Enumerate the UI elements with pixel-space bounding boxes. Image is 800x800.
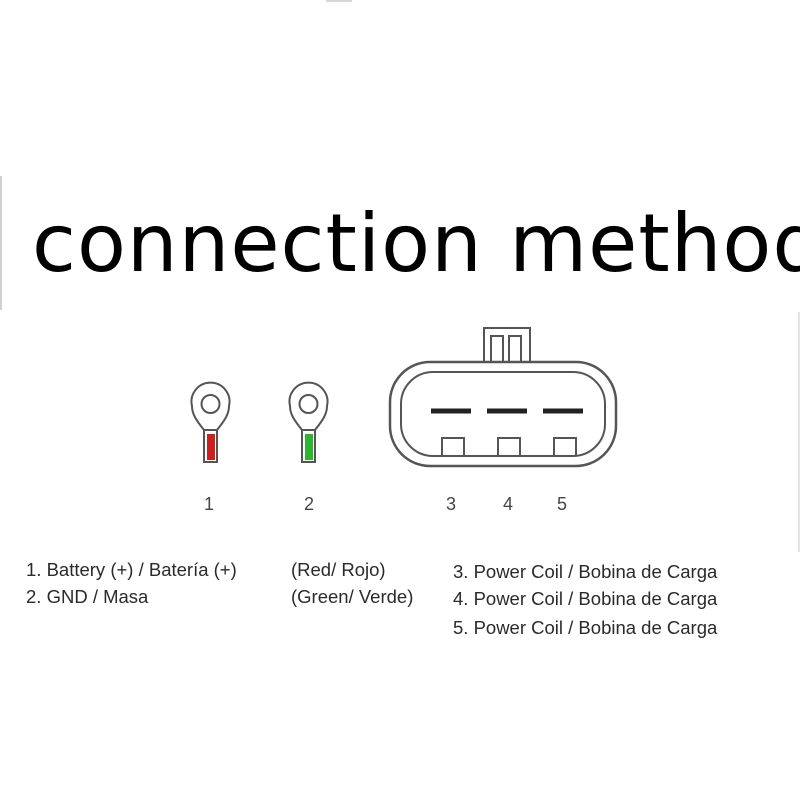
terminal-2-number: 2: [304, 494, 314, 514]
top-edge-mark: [326, 0, 352, 2]
pin-5-number: 5: [557, 494, 567, 514]
wiring-diagram: 1 2 3 4 5: [190, 327, 618, 514]
pin-3-number: 3: [446, 494, 456, 514]
left-edge-line: [0, 176, 2, 310]
legend-green-color: (Green/ Verde): [291, 586, 414, 607]
wiring-legend: 1. Battery (+) / Batería (+) 2. GND / Ma…: [0, 552, 800, 652]
legend-pin-5: 5. Power Coil / Bobina de Carga: [453, 617, 718, 638]
ring-terminal-1-icon: [190, 381, 231, 463]
ring-terminal-2-icon: [288, 381, 329, 463]
red-wire-marker: [207, 434, 215, 460]
terminal-1-number: 1: [204, 494, 214, 514]
three-pin-connector-icon: [388, 327, 618, 468]
legend-red-color: (Red/ Rojo): [291, 559, 386, 580]
right-edge-line: [798, 312, 800, 552]
green-wire-marker: [305, 434, 313, 460]
legend-pin-4: 4. Power Coil / Bobina de Carga: [453, 588, 718, 609]
pin-4-number: 4: [503, 494, 513, 514]
legend-pin-3: 3. Power Coil / Bobina de Carga: [453, 561, 718, 582]
legend-ground: 2. GND / Masa: [26, 586, 149, 607]
legend-battery: 1. Battery (+) / Batería (+): [26, 559, 237, 580]
page-title: connection method: [32, 197, 800, 290]
